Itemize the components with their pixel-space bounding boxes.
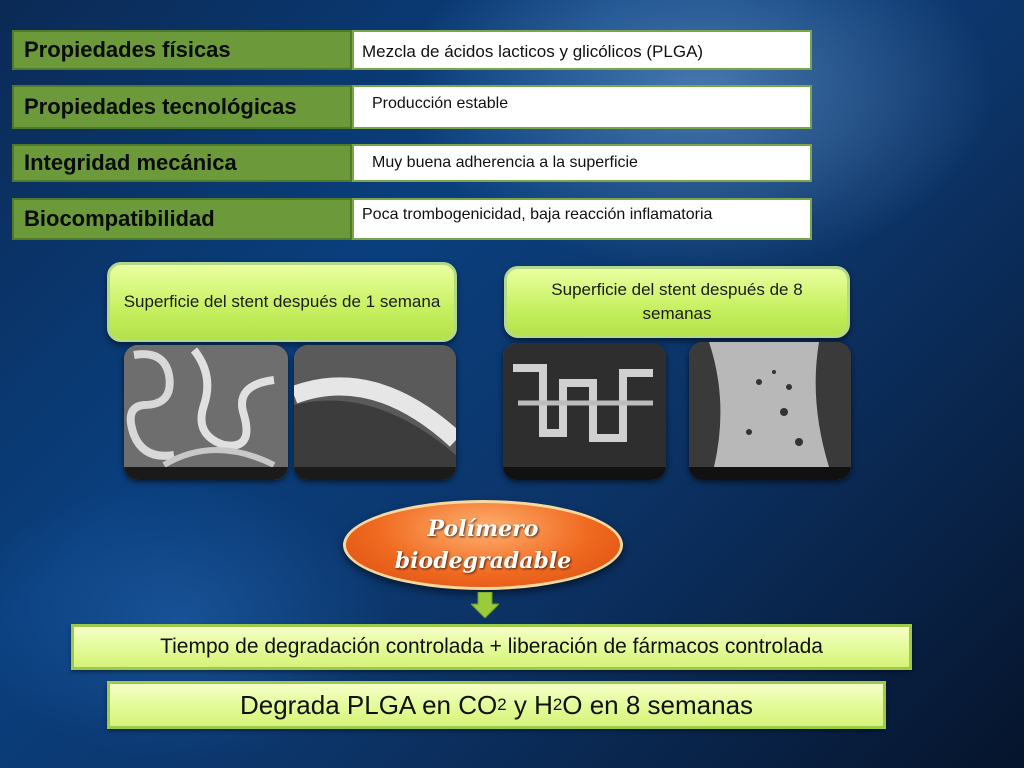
stent-micrograph-week8-overview: [503, 343, 666, 480]
polymer-line1: Polímero: [427, 516, 539, 542]
property-label: Propiedades tecnológicas: [12, 85, 352, 129]
stent-struts-image: [503, 343, 666, 480]
property-value: Muy buena adherencia a la superficie: [352, 144, 812, 182]
property-row-physical: Propiedades físicas Mezcla de ácidos lac…: [12, 30, 812, 70]
biodegradable-polymer-badge: Polímero biodegradable: [343, 500, 623, 590]
stent-micrograph-week8-detail: [689, 342, 851, 480]
property-row-biocompatibility: Biocompatibilidad Poca trombogenicidad, …: [12, 198, 812, 240]
stent-surface-image: [294, 345, 456, 480]
stent-week1-caption: Superficie del stent después de 1 semana: [107, 262, 457, 342]
degrada-middle: y H: [506, 689, 553, 720]
degrada-suffix: O en 8 semanas: [562, 689, 754, 720]
h2o-subscript: 2: [552, 695, 563, 714]
polymer-line2: biodegradable: [394, 548, 572, 574]
degradation-time-banner: Tiempo de degradación controlada + liber…: [71, 624, 912, 670]
property-value: Producción estable: [352, 85, 812, 129]
stent-surface-image: [689, 342, 851, 480]
stent-struts-image: [124, 345, 288, 480]
arrow-down-icon: [471, 592, 499, 618]
stent-week8-caption: Superficie del stent después de 8 semana…: [504, 266, 850, 338]
property-label: Integridad mecánica: [12, 144, 352, 182]
property-row-technological: Propiedades tecnológicas Producción esta…: [12, 85, 812, 129]
property-value: Mezcla de ácidos lacticos y glicólicos (…: [352, 30, 812, 70]
property-label: Biocompatibilidad: [12, 198, 352, 240]
property-value: Poca trombogenicidad, baja reacción infl…: [352, 198, 812, 240]
property-label: Propiedades físicas: [12, 30, 352, 70]
stent-micrograph-week1-overview: [124, 345, 288, 480]
property-row-mechanical: Integridad mecánica Muy buena adherencia…: [12, 144, 812, 182]
co2-subscript: 2: [497, 695, 507, 714]
stent-micrograph-week1-detail: [294, 345, 456, 480]
degrada-prefix: Degrada PLGA en CO: [239, 689, 498, 720]
